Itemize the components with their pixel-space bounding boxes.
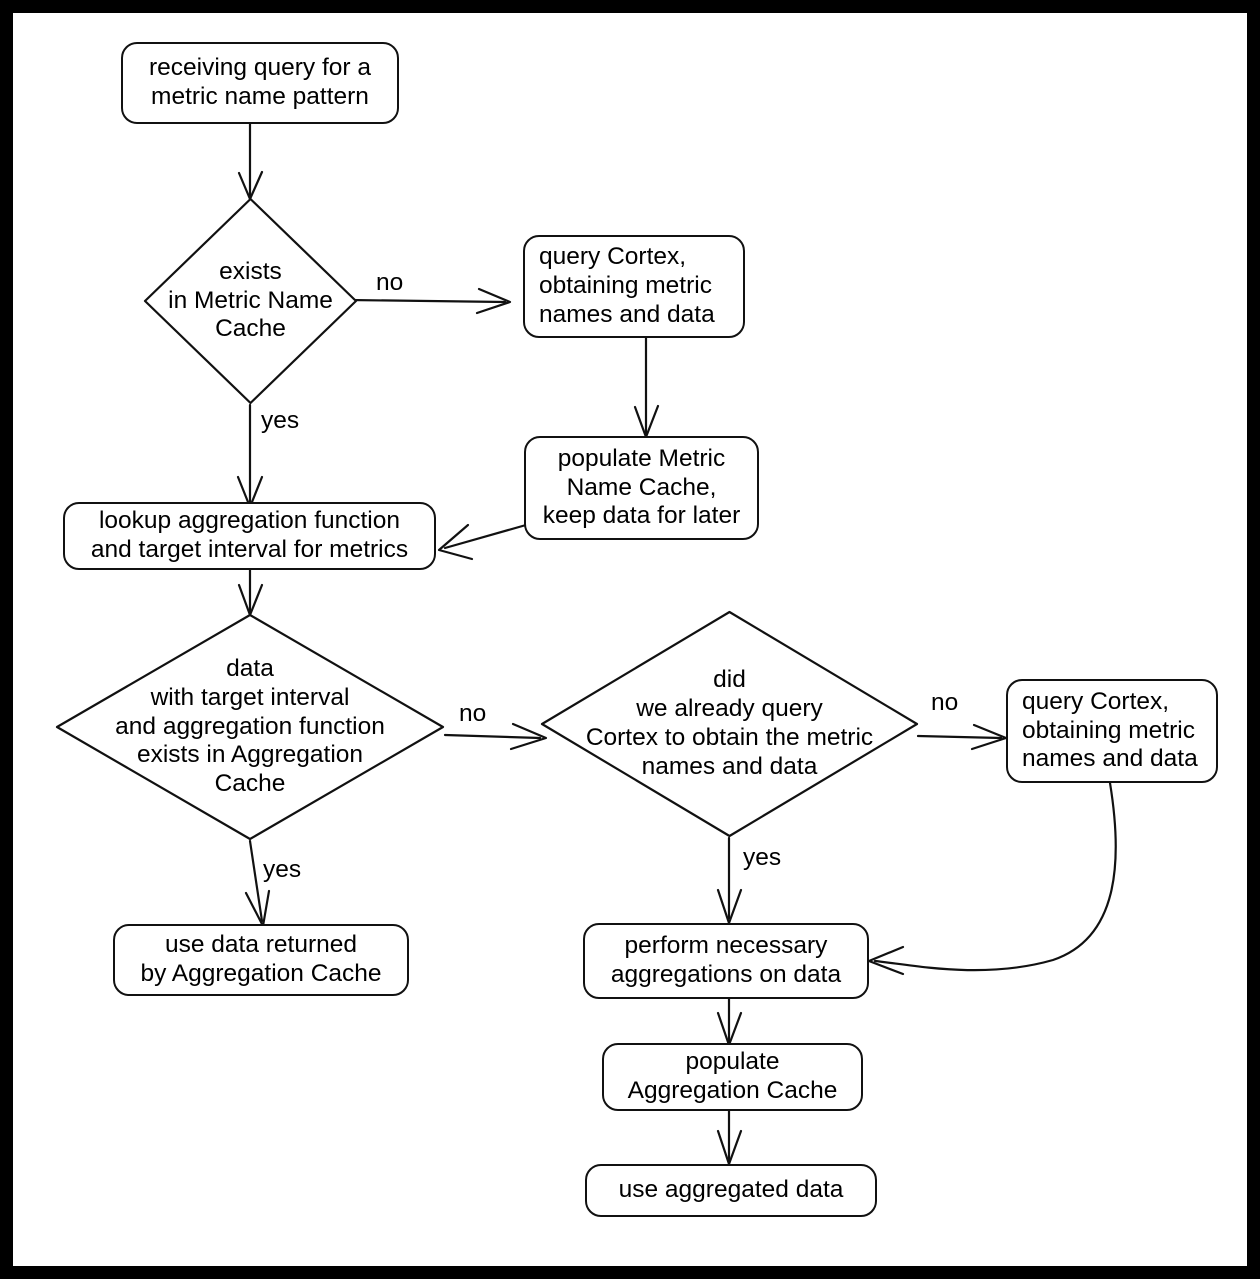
node-lookup-aggregation-function[interactable]: lookup aggregation function and target i…: [63, 502, 436, 570]
edge-n3-n4: [443, 523, 528, 550]
edge-d2-n6: [248, 839, 264, 923]
diamond-shape: [55, 613, 445, 841]
node-data-exists-in-aggregation-cache-label: data with target interval and aggregatio…: [115, 654, 385, 798]
node-perform-aggregations-label: perform necessary aggregations on data: [610, 932, 842, 988]
edge-label-d2-yes: yes: [263, 856, 302, 883]
edge-label-d1-yes: yes: [261, 407, 300, 434]
node-receiving-query[interactable]: receiving query for a metric name patter…: [121, 42, 399, 124]
edge-d2-d3: [443, 733, 542, 740]
flowchart-canvas: receiving query for a metric name patter…: [13, 13, 1247, 1266]
node-lookup-aggregation-function-label: lookup aggregation function and target i…: [90, 507, 409, 563]
node-use-data-returned[interactable]: use data returned by Aggregation Cache: [113, 924, 409, 996]
node-populate-metric-name-cache-label: populate Metric Name Cache, keep data fo…: [542, 444, 741, 530]
node-did-we-already-query-cortex[interactable]: did we already query Cortex to obtain th…: [540, 610, 919, 838]
node-populate-metric-name-cache[interactable]: populate Metric Name Cache, keep data fo…: [524, 436, 759, 540]
node-use-aggregated-data[interactable]: use aggregated data: [585, 1164, 877, 1217]
edge-label-d3-no: no: [931, 689, 959, 716]
edge-d1-n2: [347, 298, 507, 304]
node-query-cortex-top[interactable]: query Cortex, obtaining metric names and…: [523, 235, 745, 338]
node-populate-aggregation-cache[interactable]: populate Aggregation Cache: [602, 1043, 863, 1111]
node-data-exists-in-aggregation-cache[interactable]: data with target interval and aggregatio…: [55, 613, 445, 841]
node-populate-aggregation-cache-label: populate Aggregation Cache: [627, 1048, 838, 1104]
edge-label-d2-no: no: [459, 700, 487, 727]
node-exists-in-metric-name-cache[interactable]: exists in Metric Name Cache: [143, 197, 358, 405]
node-query-cortex-right[interactable]: query Cortex, obtaining metric names and…: [1006, 679, 1218, 783]
diamond-shape: [143, 197, 358, 405]
node-receiving-query-label: receiving query for a metric name patter…: [149, 54, 371, 110]
edge-label-d3-yes: yes: [743, 844, 782, 871]
diamond-shape: [540, 610, 919, 838]
node-exists-in-metric-name-cache-label: exists in Metric Name Cache: [168, 257, 333, 343]
edge-d3-n5: [916, 734, 1003, 740]
node-use-aggregated-data-label: use aggregated data: [618, 1176, 844, 1204]
edge-label-d1-no: no: [376, 269, 404, 296]
node-perform-aggregations[interactable]: perform necessary aggregations on data: [583, 923, 869, 999]
node-use-data-returned-label: use data returned by Aggregation Cache: [140, 931, 382, 987]
node-query-cortex-right-label: query Cortex, obtaining metric names and…: [1022, 687, 1198, 773]
node-did-we-already-query-cortex-label: did we already query Cortex to obtain th…: [585, 666, 874, 780]
node-query-cortex-top-label: query Cortex, obtaining metric names and…: [539, 243, 715, 328]
